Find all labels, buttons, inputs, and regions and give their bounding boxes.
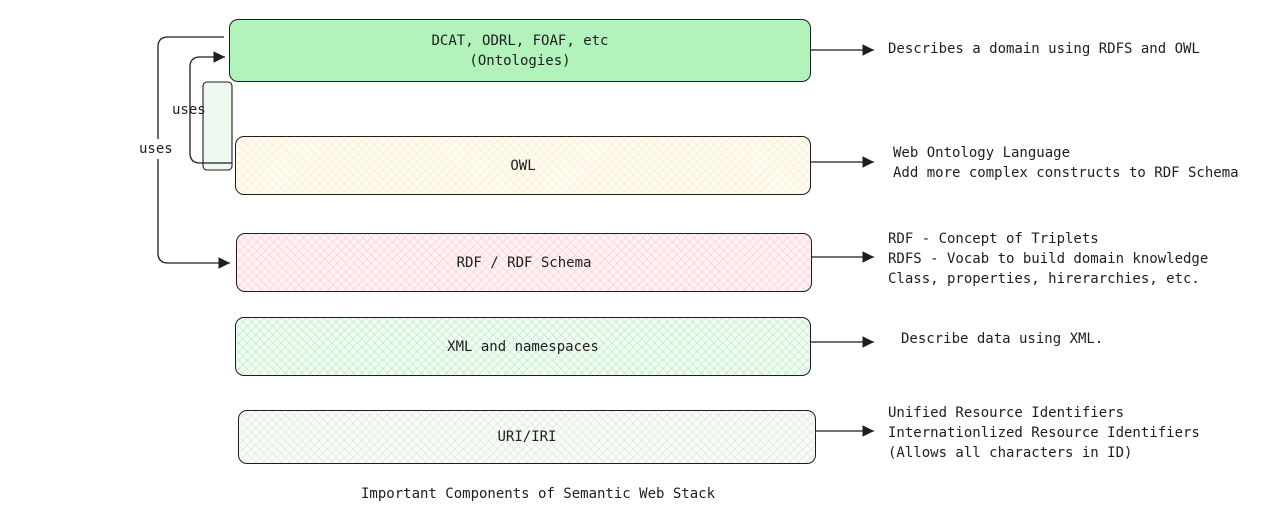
ontologies-layer-box: DCAT, ODRL, FOAF, etc (Ontologies) bbox=[229, 19, 811, 82]
owl-description: Web Ontology Language Add more complex c… bbox=[893, 145, 1239, 181]
xml-description: Describe data using XML. bbox=[901, 331, 1104, 347]
uri-description: Unified Resource Identifiers Internation… bbox=[888, 405, 1200, 461]
owl-layer-box: OWL bbox=[235, 136, 811, 195]
rdf-description: RDF - Concept of Triplets RDFS - Vocab t… bbox=[888, 231, 1209, 287]
rdf-layer-box: RDF / RDF Schema bbox=[236, 233, 812, 292]
uri-layer-label: URI/IRI bbox=[497, 429, 557, 445]
xml-layer-label: XML and namespaces bbox=[447, 338, 599, 355]
uri-layer-box: URI/IRI bbox=[238, 410, 816, 464]
uses-label-inner: uses bbox=[172, 102, 206, 118]
uses-arrow-owl-to-ontologies bbox=[189, 51, 232, 164]
ontologies-layer-label: DCAT, ODRL, FOAF, etc (Ontologies) bbox=[431, 32, 609, 69]
owl-layer-label: OWL bbox=[510, 157, 536, 174]
uses-label-outer: uses bbox=[139, 139, 173, 159]
diagram-caption: Important Components of Semantic Web Sta… bbox=[361, 486, 716, 502]
ontologies-description: Describes a domain using RDFS and OWL bbox=[888, 41, 1200, 57]
uses-connector-strip bbox=[202, 81, 233, 171]
xml-layer-box: XML and namespaces bbox=[235, 317, 811, 376]
rdf-layer-label: RDF / RDF Schema bbox=[456, 254, 592, 271]
